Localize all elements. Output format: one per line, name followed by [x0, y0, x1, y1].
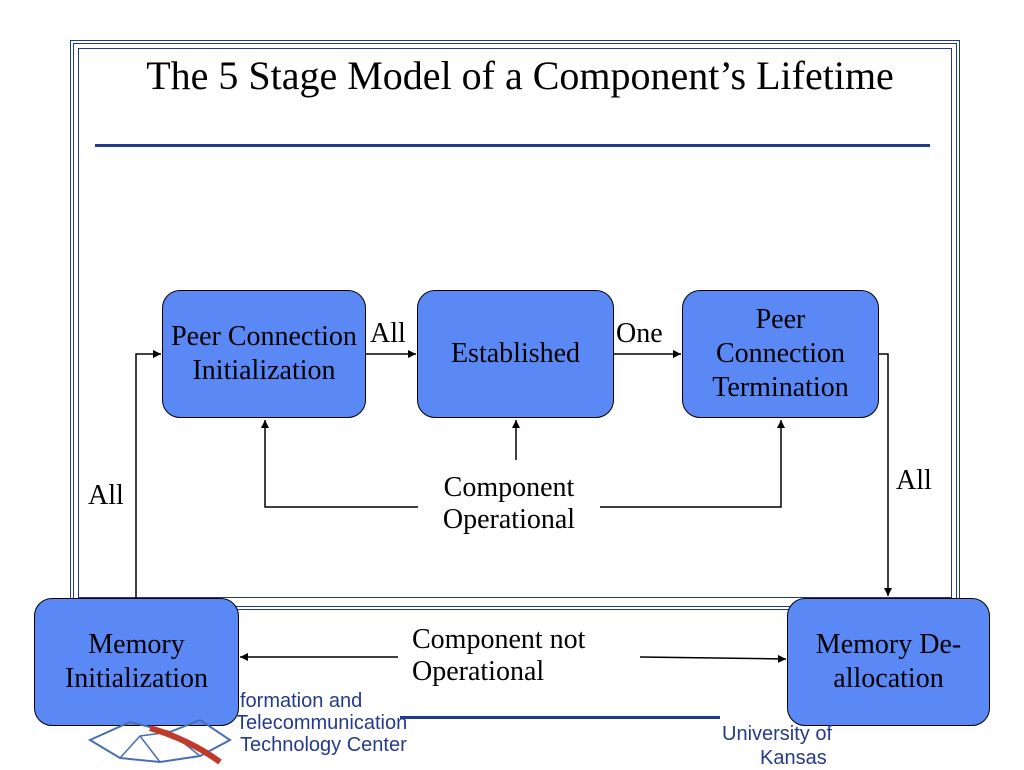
- node-established: Established: [417, 290, 614, 418]
- edge-label-all-init-established: All: [370, 318, 406, 349]
- university-line-2: Kansas: [760, 747, 827, 769]
- node-label: Peer Connection Initialization: [171, 321, 357, 386]
- edge-label-all-meminit: All: [88, 480, 124, 511]
- node-label: Memory Initialization: [64, 629, 209, 694]
- node-label: Memory De-allocation: [815, 629, 962, 694]
- edge-term-to-dealloc: [878, 353, 892, 596]
- node-label: Peer Connection Termination: [712, 304, 849, 403]
- node-peer-connection-initialization: Peer Connection Initialization: [162, 290, 366, 418]
- node-memory-initialization: Memory Initialization: [34, 598, 239, 726]
- slide-frame: [70, 40, 960, 610]
- logo-line-2: Telecommunication: [236, 712, 408, 734]
- logo-line-3: Technology Center: [240, 734, 407, 756]
- node-peer-connection-termination: Peer Connection Termination: [682, 290, 879, 418]
- slide-title: The 5 Stage Model of a Component’s Lifet…: [146, 53, 894, 98]
- node-memory-deallocation: Memory De-allocation: [787, 598, 990, 726]
- component-operational-label: Component Operational: [442, 472, 576, 535]
- edge-notop-to-dealloc: [639, 654, 787, 663]
- edge-meminit-to-peerinit: [135, 350, 161, 598]
- component-not-operational-label: Component not Operational: [412, 624, 586, 687]
- title-underline: [95, 144, 930, 147]
- edge-label-all-term-dealloc: All: [896, 465, 932, 496]
- edge-operational-to-term: [600, 420, 785, 508]
- footer-rule: [400, 716, 720, 719]
- logo-line-1: formation and: [240, 690, 363, 712]
- slide-frame-inner: [78, 48, 952, 598]
- university-line-1: University of: [722, 723, 833, 745]
- node-label: Established: [450, 338, 581, 369]
- itc-logo-mark: [87, 718, 232, 765]
- edge-label-one: One: [616, 318, 663, 349]
- edge-operational-to-init: [261, 420, 418, 508]
